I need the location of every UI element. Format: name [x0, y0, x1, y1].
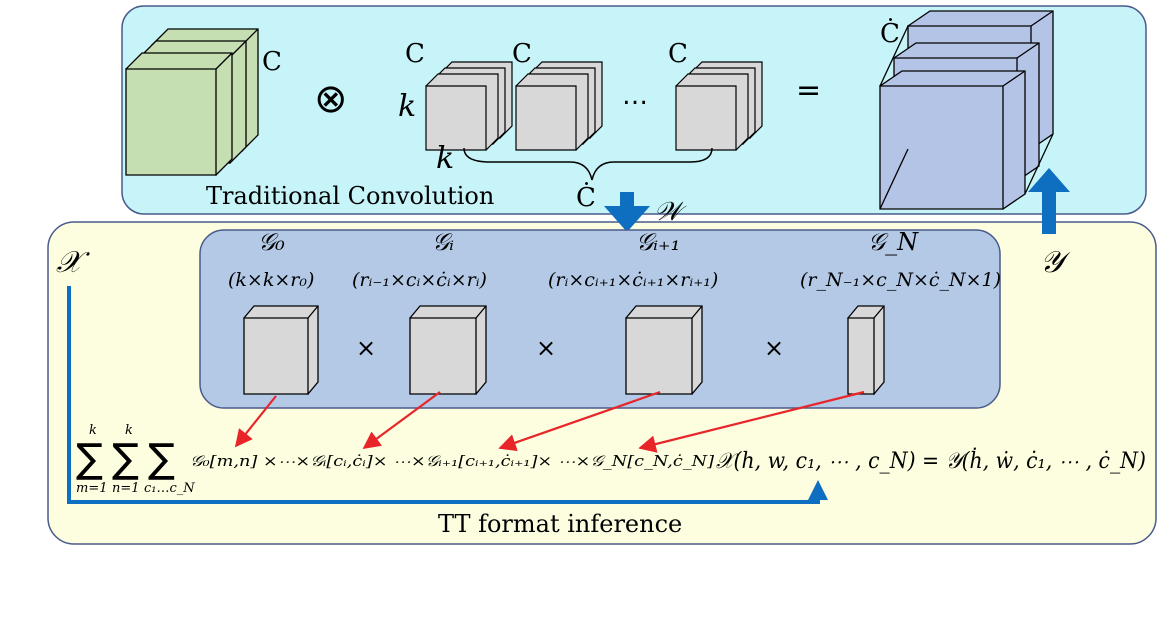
core-multiply-1: ×	[356, 334, 376, 362]
kernel-cubes	[425, 61, 763, 151]
kernel-size-vertical-label: k	[398, 89, 416, 124]
core-0-name: 𝒢₀	[258, 228, 285, 256]
core-0-shape: (k×k×r₀)	[228, 269, 314, 291]
sum2-lower: n=1	[112, 481, 140, 496]
sum1-lower: m=1	[76, 481, 108, 496]
formula-core-product: 𝒢₀[m,n] ×⋯×𝒢ᵢ[cᵢ,ċᵢ]× ⋯×𝒢ᵢ₊₁[cᵢ₊₁,ċᵢ₊₁]×…	[190, 452, 714, 470]
input-feature-cube-stack	[125, 28, 259, 176]
core-i1-cube	[625, 305, 703, 396]
red-arrow-core-i	[362, 391, 441, 450]
formula-tensor-equation: 𝒳(h, w, c₁, ⋯ , c_N) = 𝒴(ḣ, ẇ, ċ₁, ⋯ , ċ…	[716, 447, 1146, 474]
core-n-shape: (r_N₋₁×c_N×ċ_N×1)	[800, 269, 1001, 291]
input-channels-label: C	[262, 47, 282, 77]
red-arrow-core-0	[234, 395, 277, 448]
red-arrow-core-n	[638, 390, 865, 453]
red-arrow-core-i1	[498, 390, 661, 452]
input-flow-arrow	[67, 286, 828, 504]
convolution-operator-icon: ⊗	[314, 76, 348, 122]
core-i-shape: (rᵢ₋₁×cᵢ×ċᵢ×rᵢ)	[352, 269, 487, 291]
core-to-formula-arrows	[234, 390, 865, 453]
sum2-upper: k	[125, 423, 133, 438]
core-multiply-2: ×	[536, 334, 556, 362]
output-channels-label: Ċ	[880, 17, 900, 49]
traditional-convolution-caption: Traditional Convolution	[206, 182, 494, 210]
core-n-name: 𝒢_N	[868, 228, 919, 256]
equals-operator: =	[796, 73, 821, 108]
sum3-symbol: ∑	[148, 436, 175, 482]
kernel-channels-label-2: C	[512, 39, 532, 69]
core-n-cube	[847, 305, 885, 396]
weight-arrow	[604, 192, 650, 232]
sum1-upper: k	[89, 423, 97, 438]
core-i1-name: 𝒢ᵢ₊₁	[636, 228, 680, 256]
kernel-size-horizontal-label: k	[436, 141, 454, 176]
tt-inference-formula: k ∑ m=1 k ∑ n=1 ∑ c₁…c_N 𝒢₀[m,n] ×⋯×𝒢ᵢ[c…	[76, 423, 1146, 496]
core-multiply-3: ×	[764, 334, 784, 362]
output-arrow	[1028, 168, 1070, 234]
kernel-count-brace	[463, 147, 713, 181]
sum2-symbol: ∑	[112, 436, 139, 482]
kernel-count-label: Ċ	[576, 181, 596, 213]
tt-inference-caption: TT format inference	[438, 510, 682, 538]
core-i-cube	[409, 305, 487, 396]
kernel-cube-1	[425, 61, 513, 151]
tt-cores-panel	[199, 229, 1001, 409]
sum1-symbol: ∑	[76, 436, 103, 482]
output-feature-cube-stack	[878, 10, 1054, 210]
kernel-cube-n	[675, 61, 763, 151]
core-0-cube	[243, 305, 319, 396]
core-i-name: 𝒢ᵢ	[432, 228, 454, 256]
kernel-channels-label-1: C	[405, 39, 425, 69]
core-i1-shape: (rᵢ×cᵢ₊₁×ċᵢ₊₁×rᵢ₊₁)	[548, 269, 718, 291]
kernel-ellipsis: …	[622, 81, 648, 111]
kernel-cube-2	[515, 61, 603, 151]
kernel-channels-label-3: C	[668, 39, 688, 69]
sum3-lower: c₁…c_N	[144, 481, 195, 496]
